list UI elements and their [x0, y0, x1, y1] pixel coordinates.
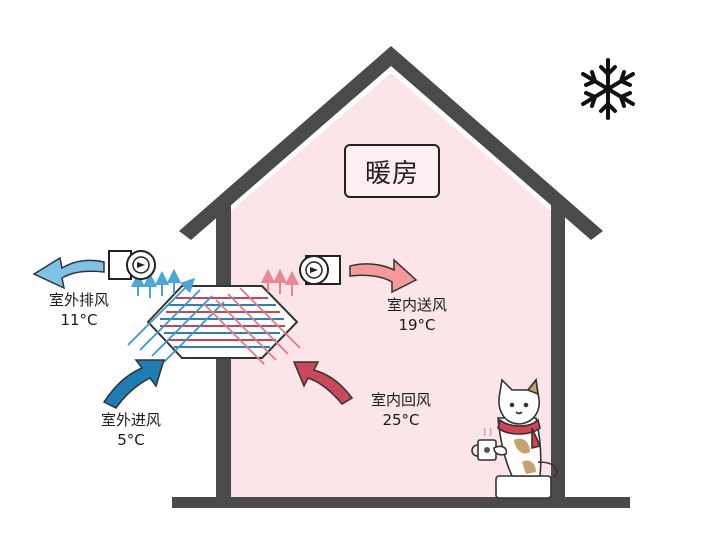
- house-interior: [231, 73, 551, 499]
- outdoor-intake-label: 室外进风 5°C: [86, 410, 176, 450]
- room-title: 暖房: [344, 144, 440, 198]
- indoor-supply-temp: 19°C: [398, 316, 436, 334]
- intake-arrow: [102, 359, 166, 409]
- outdoor-exhaust-label: 室外排风 11°C: [34, 290, 124, 330]
- outdoor-exhaust-temp: 11°C: [60, 311, 98, 329]
- fan-icon: [299, 255, 341, 285]
- outdoor-intake-name: 室外进风: [100, 411, 161, 429]
- outdoor-exhaust-name: 室外排风: [48, 291, 109, 309]
- indoor-return-label: 室内回风 25°C: [356, 390, 446, 430]
- indoor-supply-name: 室内送风: [386, 296, 447, 314]
- cat-illustration: [471, 378, 558, 499]
- fan-icon: [108, 250, 156, 280]
- heat-exchanger: [127, 268, 301, 365]
- ground: [172, 497, 630, 508]
- indoor-return-temp: 25°C: [382, 411, 420, 429]
- outdoor-intake-temp: 5°C: [117, 431, 145, 449]
- indoor-return-name: 室内回风: [370, 391, 431, 409]
- right-wall: [551, 204, 565, 501]
- supply-arrow: [349, 258, 418, 294]
- house: [172, 46, 630, 508]
- exhaust-arrow: [32, 256, 105, 290]
- return-arrow: [292, 361, 354, 405]
- snowflake-icon: [581, 58, 635, 120]
- indoor-supply-label: 室内送风 19°C: [372, 295, 462, 335]
